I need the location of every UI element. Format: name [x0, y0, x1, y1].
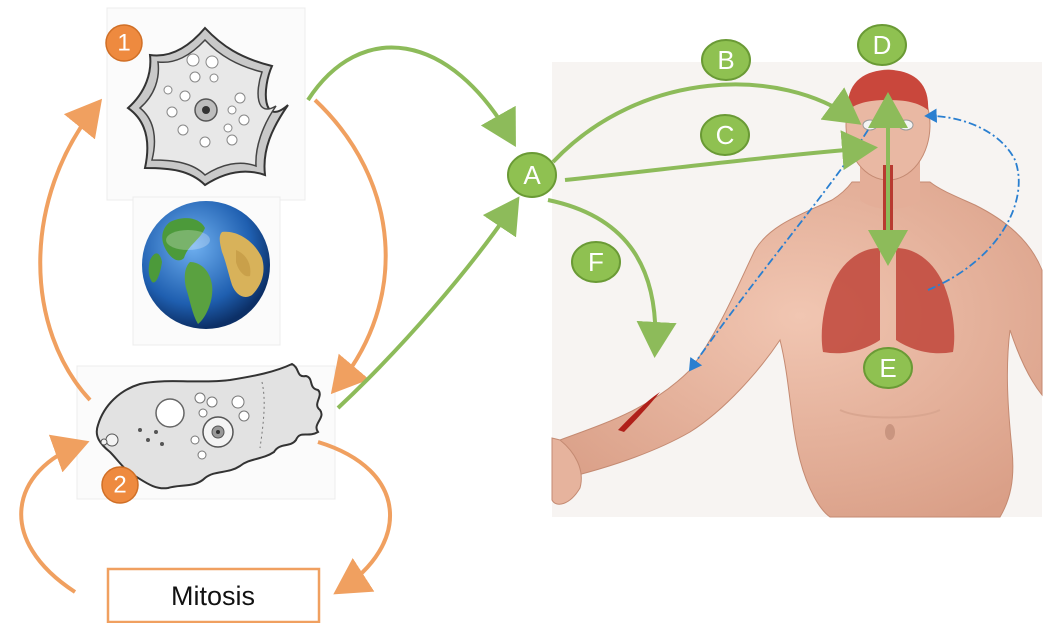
- stage-1-badge: 1: [106, 25, 142, 61]
- label-D: D: [873, 30, 892, 60]
- label-D-badge: D: [858, 25, 906, 65]
- stage-1-label: 1: [117, 30, 130, 57]
- label-B: B: [717, 45, 734, 75]
- label-E-badge: E: [864, 348, 912, 388]
- label-E: E: [879, 353, 896, 383]
- label-C-badge: C: [701, 115, 749, 155]
- mitosis-label: Mitosis: [171, 581, 255, 611]
- label-F-badge: F: [572, 242, 620, 282]
- arrow-2-to-1: [40, 105, 97, 400]
- label-F: F: [588, 247, 604, 277]
- arrow-2-to-A: [338, 203, 515, 408]
- globe-icon: [142, 201, 270, 329]
- stage-2-badge: 2: [102, 467, 138, 503]
- stage-2-label: 2: [113, 472, 126, 499]
- label-B-badge: B: [702, 40, 750, 80]
- arrow-mitosis-to-2: [21, 444, 82, 592]
- arrow-1-to-2: [315, 100, 386, 388]
- label-C: C: [716, 120, 735, 150]
- label-A: A: [523, 160, 541, 190]
- label-A-badge: A: [508, 153, 556, 197]
